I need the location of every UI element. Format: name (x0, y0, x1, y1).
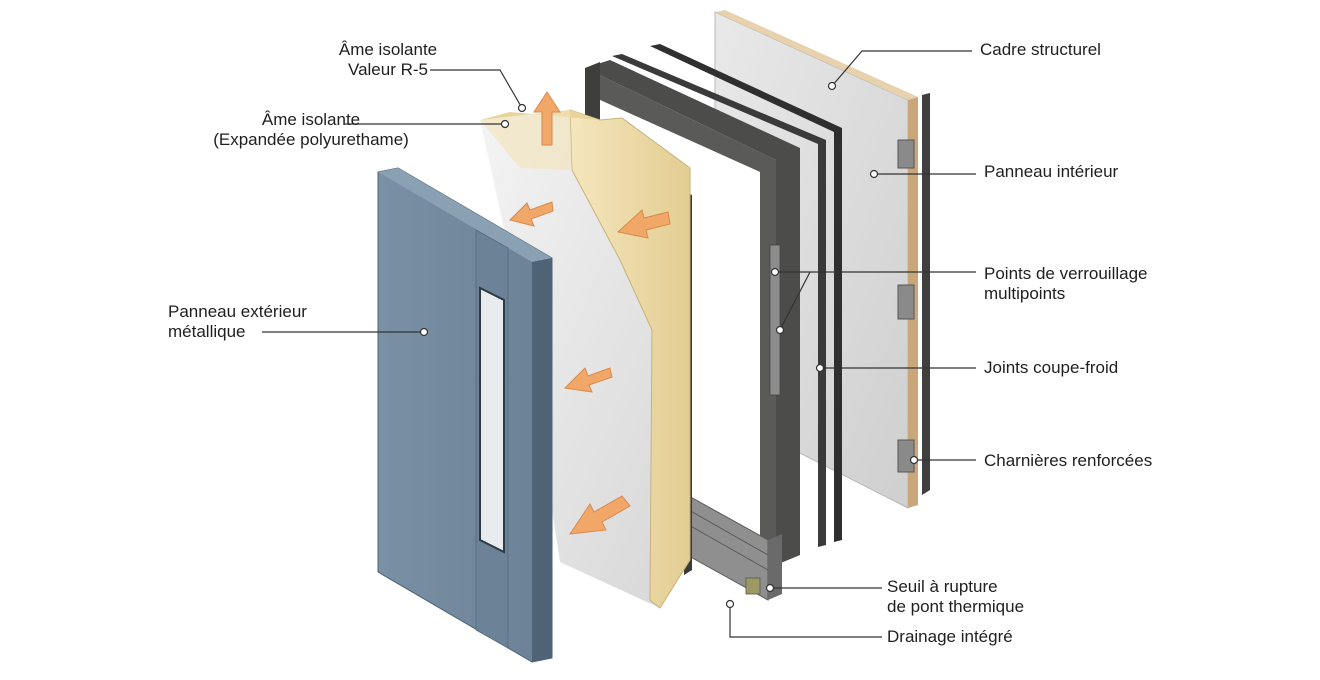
label-weatherstrip-line1: Joints coupe-froid (984, 358, 1119, 377)
exterior-panel (377, 167, 553, 663)
heat-arrows (509, 91, 671, 535)
label-threshold-line2: de pont thermique (887, 597, 1025, 616)
label-core-foam-line1: Âme isolante (261, 110, 361, 129)
label-interior-panel-line1: Panneau intérieur (984, 162, 1119, 181)
label-lock-points-line2: multipoints (984, 284, 1066, 303)
hinge-rod (922, 93, 930, 495)
label-exterior-panel-line2: métallique (168, 322, 246, 341)
label-core-foam: Âme isolante (Expandée polyurethame) (186, 110, 436, 150)
label-threshold-line1: Seuil à rupture (887, 577, 998, 596)
hinges (897, 139, 915, 473)
label-hinges: Charnières renforcées (984, 451, 1152, 471)
label-threshold: Seuil à rupture de pont thermique (887, 577, 1024, 617)
label-exterior-panel: Panneau extérieur métallique (168, 302, 307, 342)
label-core-r5-line1: Âme isolante (338, 40, 438, 59)
label-interior-panel: Panneau intérieur (984, 162, 1118, 182)
label-weatherstrip: Joints coupe-froid (984, 358, 1118, 378)
label-core-foam-line2: (Expandée polyurethame) (213, 130, 409, 149)
label-lock-points: Points de verrouillage multipoints (984, 264, 1147, 304)
label-core-r5-line2: Valeur R-5 (348, 60, 428, 79)
label-structural-frame-line1: Cadre structurel (980, 40, 1101, 59)
label-drainage: Drainage intégré (887, 627, 1013, 647)
label-core-r5: Âme isolante Valeur R-5 (318, 40, 458, 80)
label-hinges-line1: Charnières renforcées (984, 451, 1153, 470)
leader-lines (262, 50, 976, 638)
leader-dots (419, 81, 919, 609)
label-exterior-panel-line1: Panneau extérieur (168, 302, 307, 321)
label-lock-points-line1: Points de verrouillage (984, 264, 1148, 283)
label-drainage-line1: Drainage intégré (887, 627, 1013, 646)
label-structural-frame: Cadre structurel (980, 40, 1101, 60)
